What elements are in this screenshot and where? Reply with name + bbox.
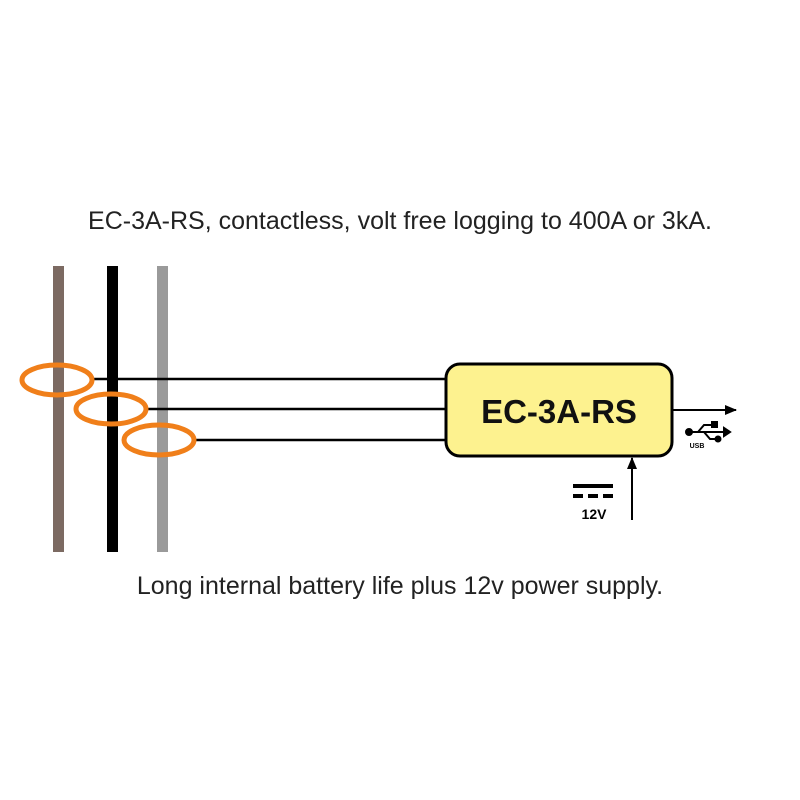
usb-icon — [685, 421, 732, 443]
usb-label: USB — [690, 443, 705, 450]
device-label: EC-3A-RS — [481, 393, 637, 430]
dc-power-icon — [573, 484, 613, 498]
conductor-black — [107, 266, 118, 552]
power-label: 12V — [582, 506, 608, 522]
caption-top: EC-3A-RS, contactless, volt free logging… — [88, 207, 712, 235]
current-clamp-2 — [73, 391, 149, 427]
current-clamp-1 — [19, 362, 95, 398]
current-clamp-3 — [121, 422, 197, 458]
conductor-brown — [53, 266, 64, 552]
caption-bottom: Long internal battery life plus 12v powe… — [136, 572, 664, 600]
